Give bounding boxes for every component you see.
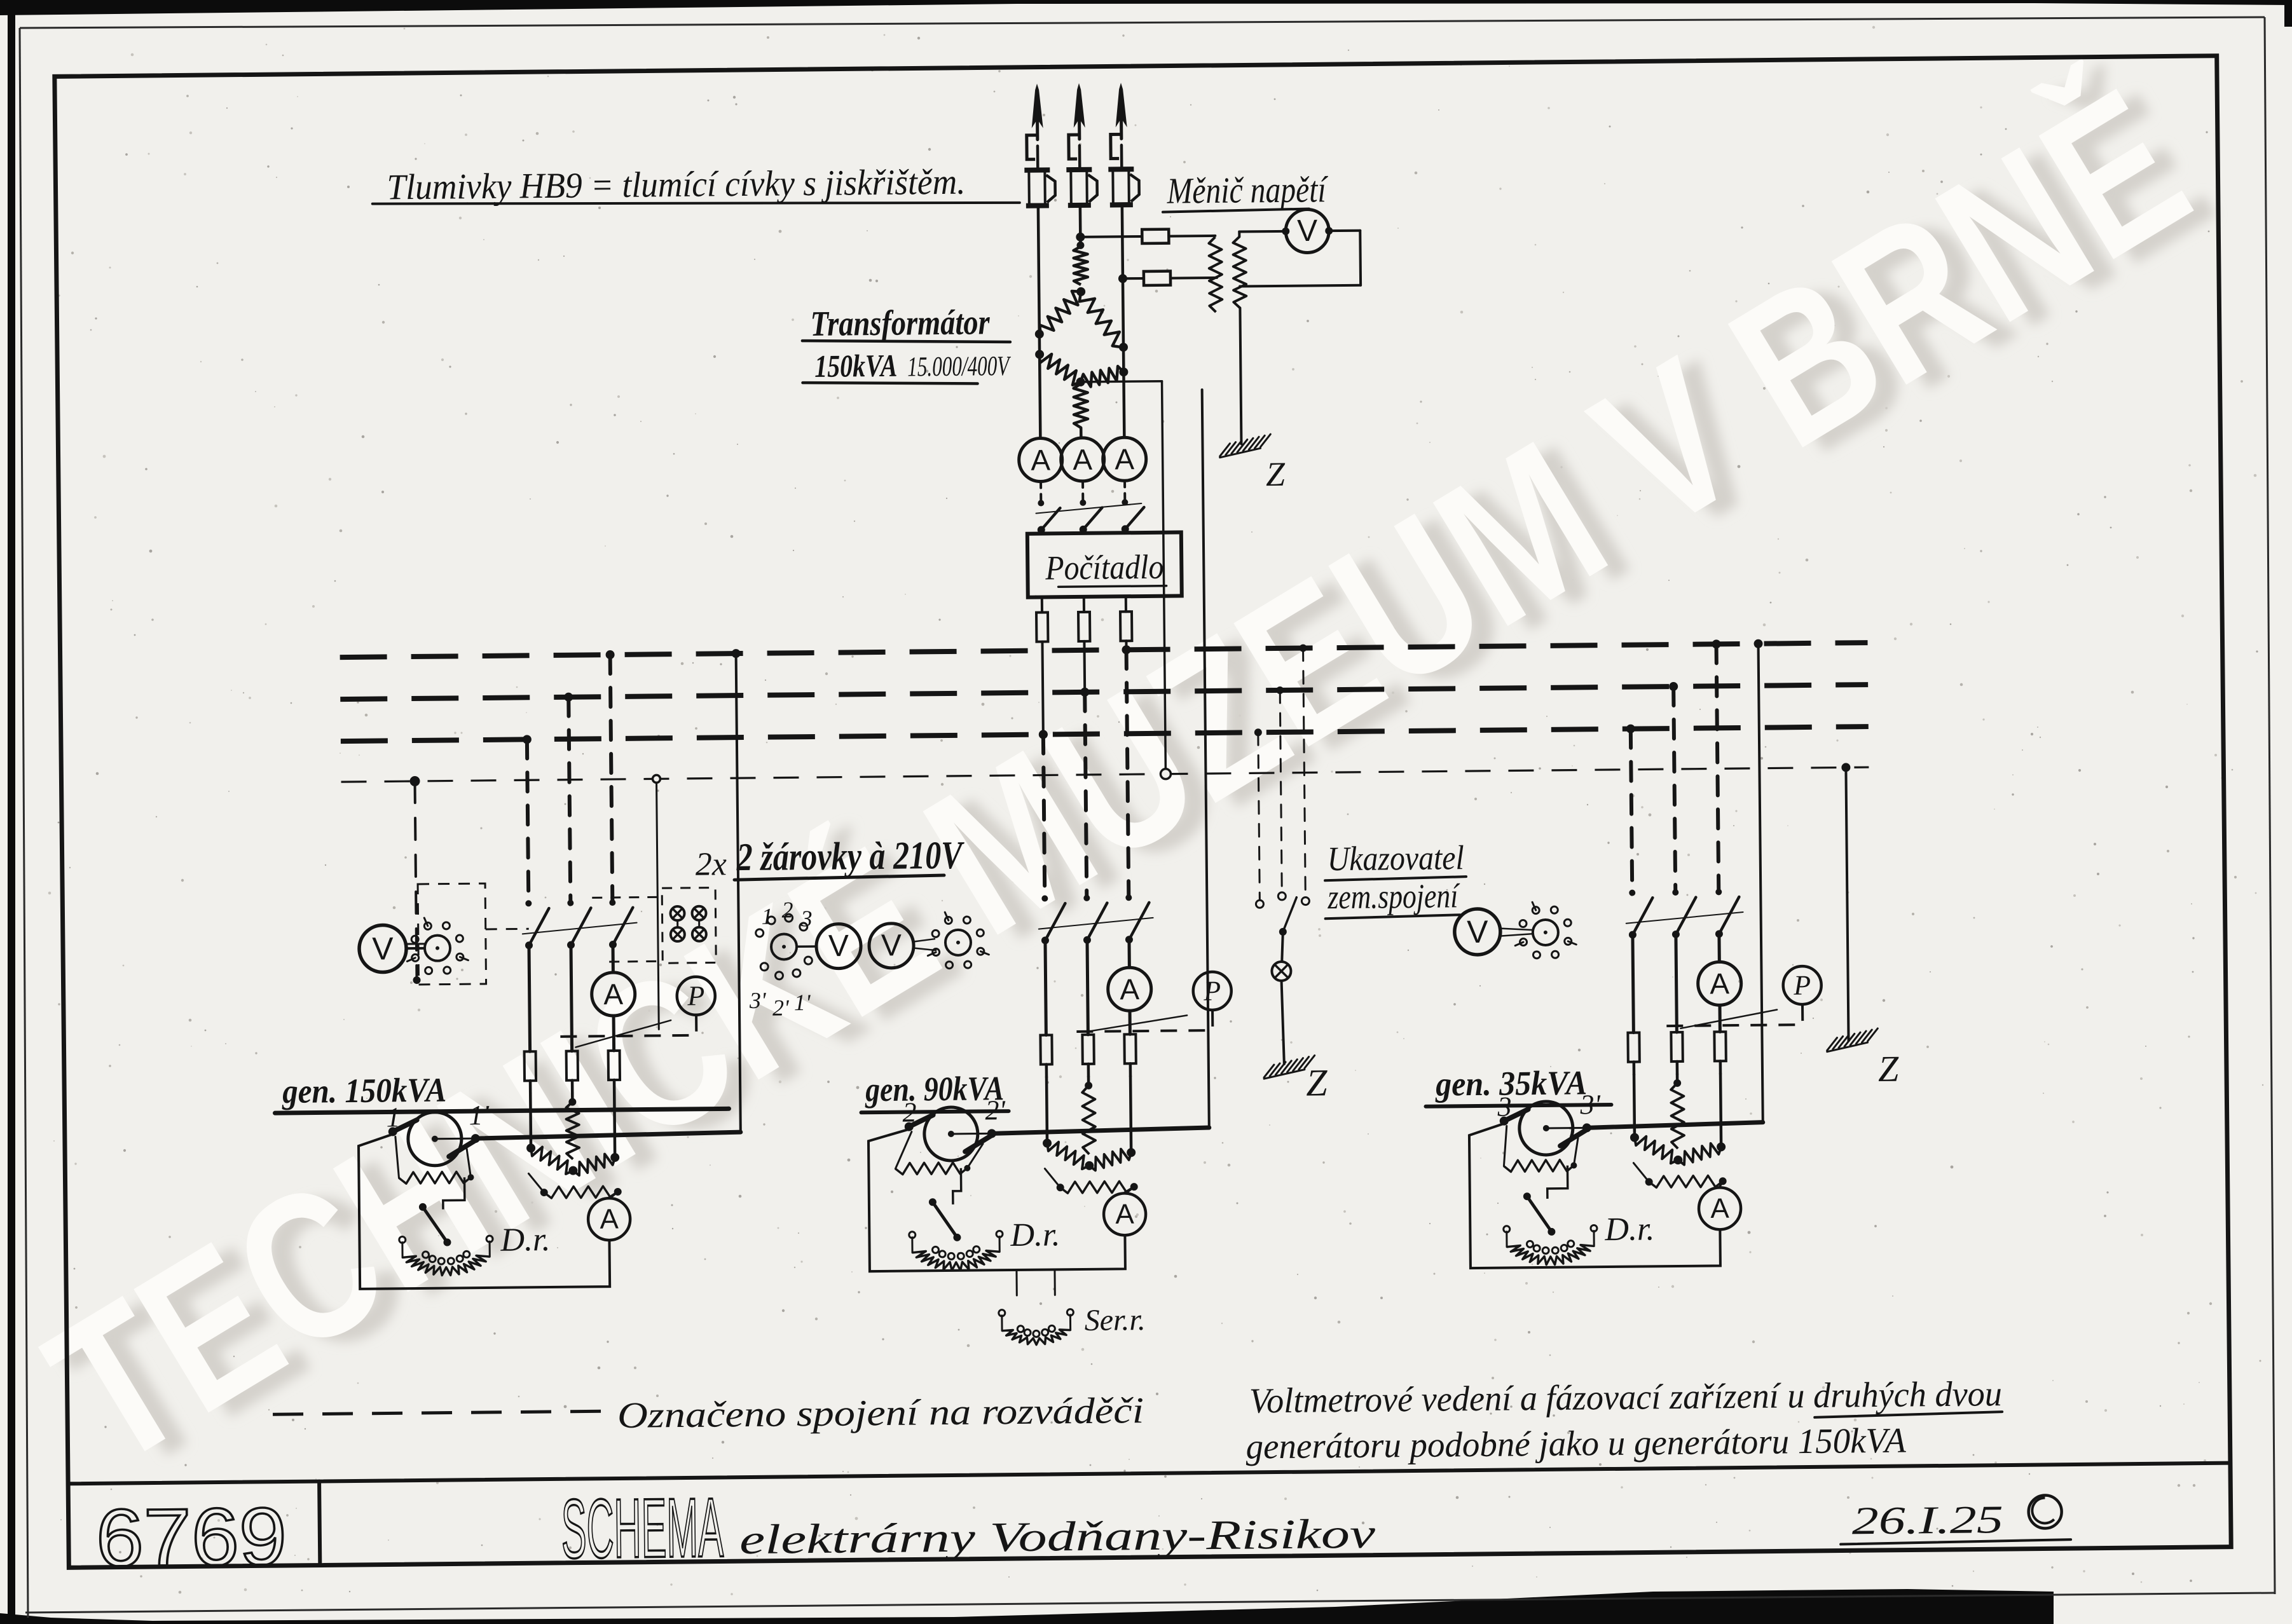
svg-text:Voltmetrové vedení a fázovací: Voltmetrové vedení a fázovací zařízení u… [1249,1374,2003,1421]
svg-text:Počítadlo: Počítadlo [1045,548,1163,587]
svg-text:A: A [600,1203,619,1234]
svg-text:V: V [1467,914,1489,950]
svg-text:A: A [1073,443,1092,476]
svg-text:A: A [1710,1193,1729,1224]
svg-text:P: P [1203,975,1221,1006]
svg-text:A: A [1710,967,1729,1000]
svg-text:Označeno spojení na rozváděči: Označeno spojení na rozváděči [617,1389,1144,1436]
svg-text:150kVA: 150kVA [814,348,898,384]
svg-text:zem.spojení: zem.spojení [1327,877,1460,916]
svg-text:D.r.: D.r. [1010,1217,1060,1253]
svg-text:1': 1' [469,1100,490,1131]
svg-text:Z: Z [1878,1048,1900,1089]
svg-text:V: V [1297,214,1318,248]
svg-text:A: A [1120,972,1139,1006]
svg-text:15.000/400V: 15.000/400V [907,350,1012,383]
svg-text:Transformátor: Transformátor [810,303,991,344]
svg-text:gen. 150kVA: gen. 150kVA [282,1071,446,1110]
svg-text:3: 3 [800,906,812,931]
svg-text:6769: 6769 [95,1491,287,1584]
svg-text:generátoru podobné jako u gene: generátoru podobné jako u generátoru 150… [1246,1421,1906,1467]
svg-text:V: V [372,931,394,966]
svg-text:1: 1 [386,1102,400,1133]
svg-text:26.I.25: 26.I.25 [1851,1498,2003,1543]
svg-text:Z: Z [1306,1061,1328,1103]
svg-text:Ser.r.: Ser.r. [1084,1303,1146,1337]
svg-text:2': 2' [772,995,790,1020]
svg-text:gen. 90kVA: gen. 90kVA [865,1069,1004,1109]
svg-text:V: V [881,929,902,962]
svg-text:Z: Z [1266,455,1286,493]
svg-text:1': 1' [794,990,811,1015]
svg-text:Tlumivky HB9 = tlumící cívky s: Tlumivky HB9 = tlumící cívky s jiskřiště… [387,162,966,208]
svg-text:2 žárovky à 210V: 2 žárovky à 210V [736,834,965,879]
svg-text:2x: 2x [696,846,727,882]
svg-text:2: 2 [781,897,793,922]
svg-text:A: A [1115,1199,1134,1230]
svg-text:P: P [687,980,704,1011]
svg-text:D.r.: D.r. [500,1222,551,1259]
svg-text:P: P [1793,969,1811,1000]
svg-text:Měnič napětí: Měnič napětí [1167,168,1329,211]
svg-text:Ukazovatel: Ukazovatel [1327,838,1464,878]
svg-text:D.r.: D.r. [1604,1211,1655,1248]
svg-text:gen. 35kVA: gen. 35kVA [1435,1063,1587,1103]
svg-text:1: 1 [761,904,772,929]
svg-text:3': 3' [749,988,767,1013]
svg-text:A: A [1115,442,1134,475]
svg-text:A: A [603,978,623,1011]
svg-text:A: A [1031,443,1050,476]
svg-text:V: V [828,929,849,963]
